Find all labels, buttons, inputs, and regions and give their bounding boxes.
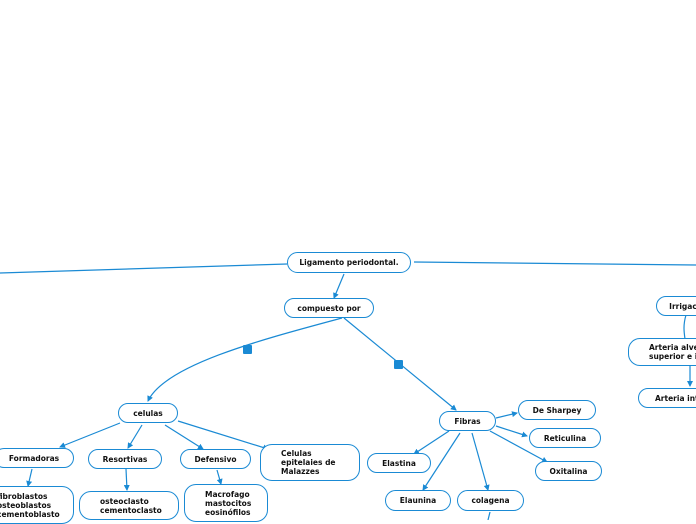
node-defensivo-list[interactable]: Macrofago mastocitos eosinófilos: [184, 484, 268, 522]
edge-compuesto-celulas: [147, 317, 343, 402]
edge-fibras-oxitalina: [489, 430, 548, 463]
node-oxitalina[interactable]: Oxitalina: [535, 461, 602, 481]
node-formadoras[interactable]: Formadoras: [0, 448, 74, 468]
edge-celulas-epiteliales: [177, 420, 269, 451]
node-ligamento-periodontal[interactable]: Ligamento periodontal.: [287, 252, 411, 273]
node-elaunina[interactable]: Elaunina: [385, 490, 451, 511]
edge-celulas-defensivo: [164, 424, 204, 450]
edge-formadoras-list: [26, 468, 33, 487]
edge-celulas-formadoras: [59, 422, 121, 448]
edge-celulas-resortivas: [127, 424, 143, 449]
edge-root-left: [0, 263, 288, 274]
edge-irrigacion-arteria: [683, 314, 687, 340]
edge-colagena-down: [487, 511, 491, 520]
node-defensivo[interactable]: Defensivo: [180, 449, 251, 469]
edge-fibras-colagena: [471, 432, 490, 491]
node-formadoras-list[interactable]: fibroblastos osteoblastos cementoblasto: [0, 486, 74, 524]
node-compuesto-por[interactable]: compuesto por: [284, 298, 374, 318]
node-fibras[interactable]: Fibras: [439, 411, 496, 431]
edge-fibras-elaunina: [422, 432, 461, 491]
edge-fibras-elastina: [413, 430, 450, 455]
node-resortivas-list[interactable]: osteoclasto cementoclasto: [79, 491, 179, 520]
node-de-sharpey[interactable]: De Sharpey: [518, 400, 596, 420]
node-elastina[interactable]: Elastina: [367, 453, 431, 473]
node-celulas-epiteliales[interactable]: Celulas epitelaies de Malazzes: [260, 444, 360, 481]
collapse-marker-celulas[interactable]: [243, 345, 252, 354]
edge-root-compuesto: [333, 273, 345, 299]
collapse-marker-fibras[interactable]: [394, 360, 403, 369]
edge-root-right: [413, 261, 696, 266]
node-arteria-inte[interactable]: Arteria inte: [638, 388, 696, 408]
edge-fibras-reticulina: [495, 425, 528, 438]
edge-fibras-sharpey: [495, 411, 518, 419]
node-colagena[interactable]: colagena: [457, 490, 524, 511]
edge-defensivo-list: [216, 469, 223, 485]
node-resortivas[interactable]: Resortivas: [88, 449, 162, 469]
node-arteria-alveolar[interactable]: Arteria alveo superior e in: [628, 338, 696, 366]
node-reticulina[interactable]: Reticulina: [529, 428, 601, 448]
node-irrigacion[interactable]: Irrigac: [656, 296, 696, 316]
node-celulas[interactable]: celulas: [118, 403, 178, 423]
edge-resortivas-list: [123, 468, 130, 491]
